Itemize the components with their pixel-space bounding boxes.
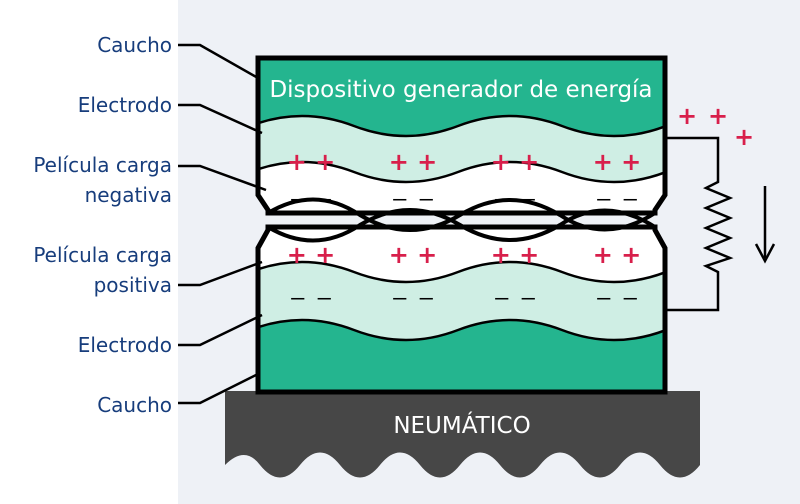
rubber-bottom-layer <box>258 318 665 392</box>
label-positive-film-line2: positiva <box>94 273 172 297</box>
minus-charge-pair: – – <box>597 286 637 311</box>
leader-line <box>178 260 263 287</box>
device-bottom-half <box>258 227 665 392</box>
minus-charge-pair: – – <box>291 187 331 212</box>
leader-line <box>178 43 259 80</box>
circuit-plus-charge: + <box>677 102 697 130</box>
minus-charge-pair: – – <box>291 286 331 311</box>
contact-wave-b <box>266 208 657 243</box>
plus-charge-pair: + + <box>287 241 336 269</box>
label-negative-film-line1: Película carga <box>33 153 172 177</box>
plus-charge-pair: + + <box>491 148 540 176</box>
label-positive-film-line1: Película carga <box>33 243 172 267</box>
label-negative-film-line2: negativa <box>85 183 172 207</box>
plus-charge-pair: + + <box>593 148 642 176</box>
minus-charge-pair: – – <box>393 286 433 311</box>
contact-wave-a <box>266 197 657 232</box>
tire-block <box>225 391 700 478</box>
device-top-half <box>258 58 665 213</box>
circuit-plus-charge: + <box>708 102 728 130</box>
minus-charge-pair: – – <box>597 187 637 212</box>
leader-line <box>178 371 261 405</box>
label-electrode-top: Electrodo <box>78 93 172 117</box>
leader-line <box>178 313 263 347</box>
plus-charge-pair: + + <box>389 148 438 176</box>
tire-label: NEUMÁTICO <box>393 411 530 439</box>
label-rubber-top: Caucho <box>97 33 172 57</box>
circuit-plus-charge: + <box>734 123 754 151</box>
load-resistor-circuit <box>665 136 734 312</box>
plus-charge-pair: + + <box>491 241 540 269</box>
current-arrow-icon <box>754 243 776 264</box>
leader-line <box>178 164 267 192</box>
plus-charge-pair: + + <box>593 241 642 269</box>
negative-film-layer <box>258 160 665 213</box>
label-electrode-bottom: Electrodo <box>78 333 172 357</box>
plus-charge-pair: + + <box>287 148 336 176</box>
label-rubber-bottom: Caucho <box>97 393 172 417</box>
minus-charge-pair: – – <box>495 286 535 311</box>
plus-charge-pair: + + <box>389 241 438 269</box>
minus-charge-pair: – – <box>393 187 433 212</box>
minus-charge-pair: – – <box>495 187 535 212</box>
leader-line <box>178 103 263 135</box>
device-title: Dispositivo generador de energía <box>269 77 652 103</box>
